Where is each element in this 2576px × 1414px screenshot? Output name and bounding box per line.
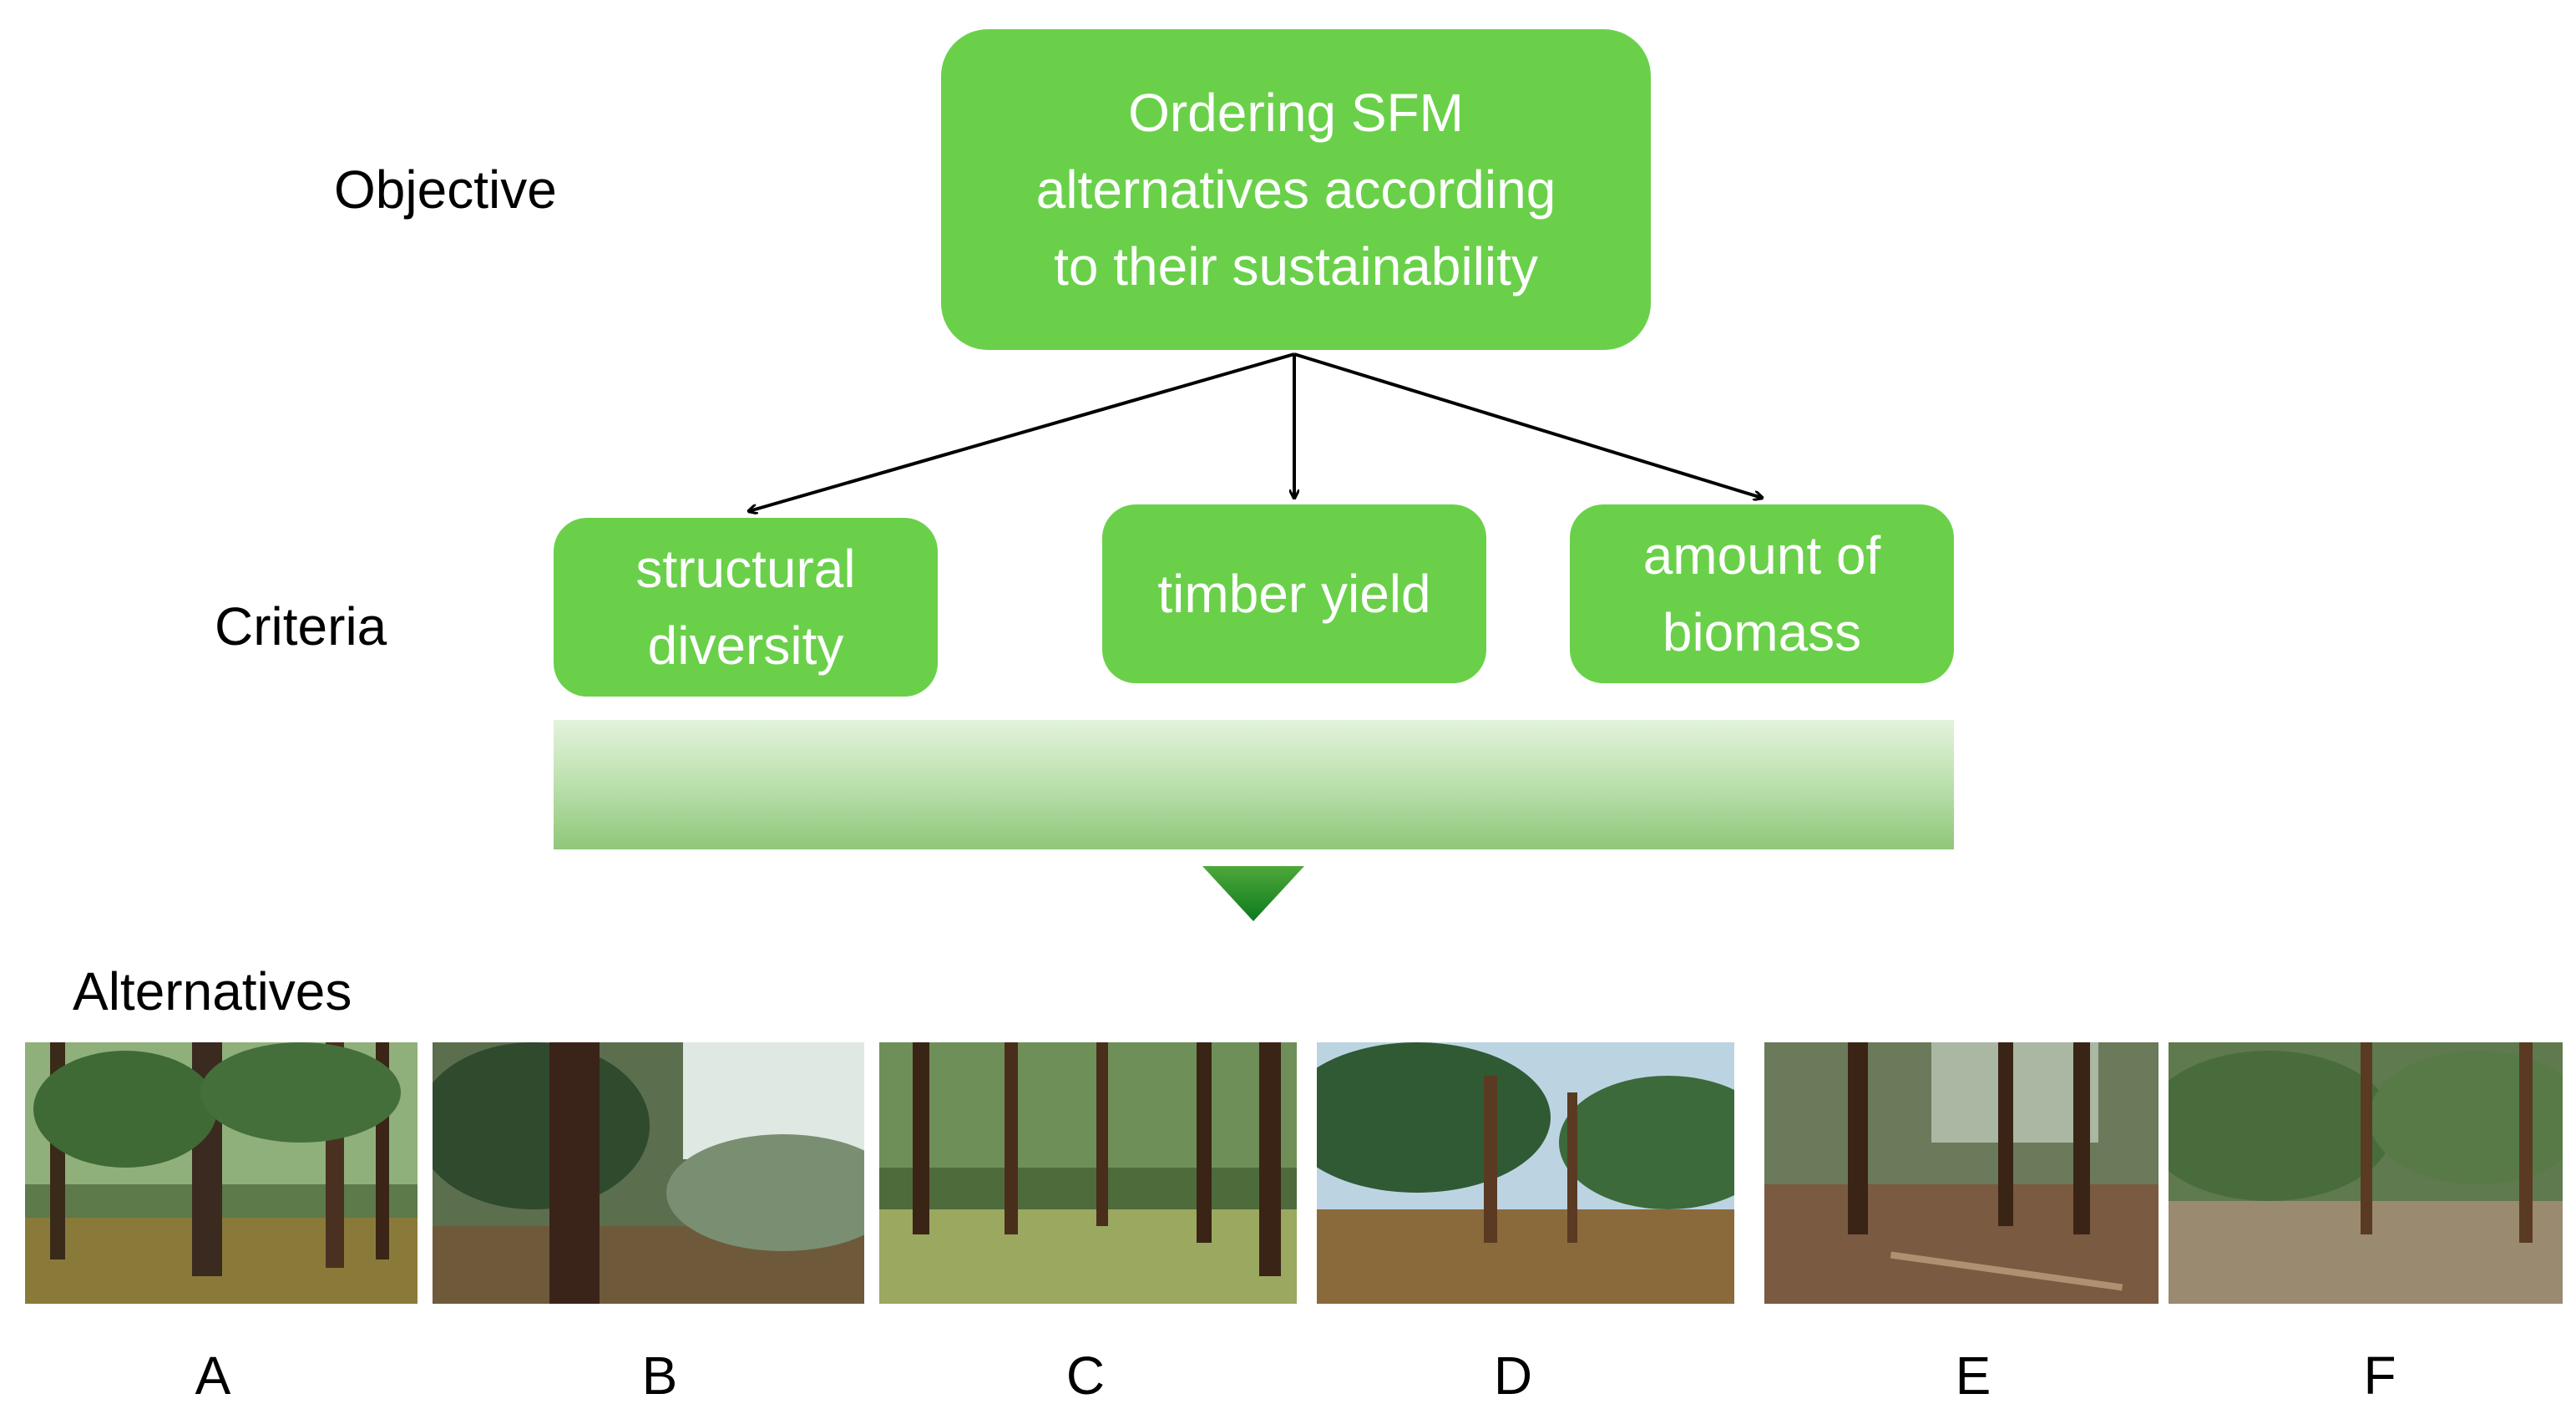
forest-photo-d [1317,1042,1734,1304]
criterion-structural-diversity: structural diversity [554,518,938,697]
forest-photo-f [2169,1042,2563,1304]
arrow-to-amount-of-biomass [1293,352,1762,498]
down-arrow-icon [1202,866,1304,921]
criterion-label: structural diversity [635,539,856,676]
criterion-timber-yield: timber yield [1102,504,1486,683]
criterion-label: timber yield [1157,564,1431,624]
forest-photo-a [25,1042,418,1304]
alternative-label-f: F [2363,1346,2396,1406]
arrow-to-structural-diversity [749,352,1295,511]
objective-level-label: Objective [334,160,557,220]
criteria-level-label: Criteria [215,596,387,656]
alternative-label-e: E [1955,1346,1991,1406]
objective-box: Ordering SFM alternatives according to t… [941,29,1651,350]
forest-photo-c [879,1042,1297,1304]
alternatives-level-label: Alternatives [73,961,352,1021]
objective-box-text: Ordering SFM alternatives according to t… [1035,83,1556,296]
aggregation-band [554,720,1954,849]
criterion-amount-of-biomass: amount of biomass [1570,504,1954,683]
criterion-label: amount of biomass [1642,525,1881,662]
alternative-label-d: D [1493,1346,1533,1406]
forest-photo-b [433,1042,864,1304]
alternative-label-a: A [195,1346,231,1406]
forest-photo-e [1764,1042,2158,1304]
alternative-label-c: C [1065,1346,1106,1406]
alternative-label-b: B [641,1346,678,1406]
